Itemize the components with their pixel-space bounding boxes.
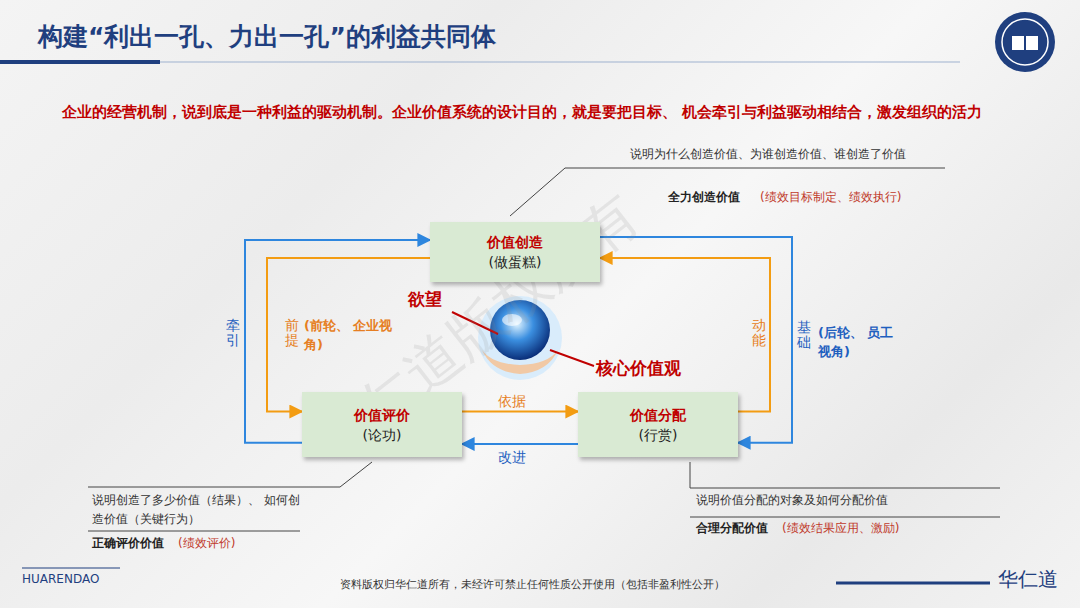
box-body: (行赏)	[639, 425, 678, 445]
box-heading: 价值分配	[630, 405, 686, 425]
note: 说明价值分配的对象及如何分配价值	[696, 492, 888, 509]
box-body: (论功)	[363, 425, 402, 445]
note: (绩效目标制定、绩效执行)	[760, 189, 901, 206]
box-heading: 价值评价	[354, 405, 410, 425]
note: 说明为什么创造价值、为谁创造价值、谁创造了价值	[630, 146, 906, 163]
brand: 华仁道	[998, 566, 1058, 593]
note: (绩效评价)	[178, 535, 235, 552]
subtitle: 企业的经营机制，说到底是一种利益的驱动机制。企业价值系统的设计目的，就是要把目标…	[62, 98, 1022, 126]
brand: HUARENDAO	[22, 572, 99, 586]
callout: 核心价值观	[596, 357, 681, 380]
title: 构建“利出一孔、力出一孔”的利益共同体	[38, 20, 496, 53]
title-bar	[0, 60, 160, 64]
title-rule	[160, 62, 960, 63]
callout: 欲望	[408, 288, 442, 311]
heading: 合理分配价值	[696, 520, 768, 537]
edge-label: 动能	[752, 318, 766, 349]
edge-note: (前轮、 企业视角)	[304, 316, 408, 354]
footer: 资料版权归华仁道所有，未经许可禁止任何性质公开使用（包括非盈利性公开）	[340, 577, 725, 592]
heading: 正确评价价值	[92, 535, 164, 552]
connector	[462, 443, 578, 445]
leader-lines	[88, 168, 1000, 531]
connector	[462, 411, 578, 413]
process-box: 价值分配(行赏)	[578, 392, 738, 457]
footer-rule	[836, 582, 990, 585]
process-box: 价值创造(做蛋糕)	[430, 222, 600, 282]
connector	[600, 258, 770, 412]
footer-rule	[22, 568, 120, 569]
edge-label: 前提	[285, 318, 299, 349]
edge-label: 依据	[498, 393, 526, 411]
edge-note: (后轮、 员工视角)	[818, 323, 902, 361]
logo	[995, 12, 1055, 72]
note: (绩效结果应用、激励)	[782, 520, 899, 537]
heading: 全力创造价值	[668, 189, 740, 206]
box-body: (做蛋糕)	[489, 252, 542, 272]
box-heading: 价值创造	[487, 232, 543, 252]
edge-label: 牵引	[226, 318, 240, 349]
process-box: 价值评价(论功)	[302, 392, 462, 457]
edge-label: 改进	[498, 449, 526, 467]
edge-label: 基础	[797, 320, 811, 351]
note: 说明创造了多少价值（结果）、 如何创造价值（关键行为）	[92, 491, 307, 529]
